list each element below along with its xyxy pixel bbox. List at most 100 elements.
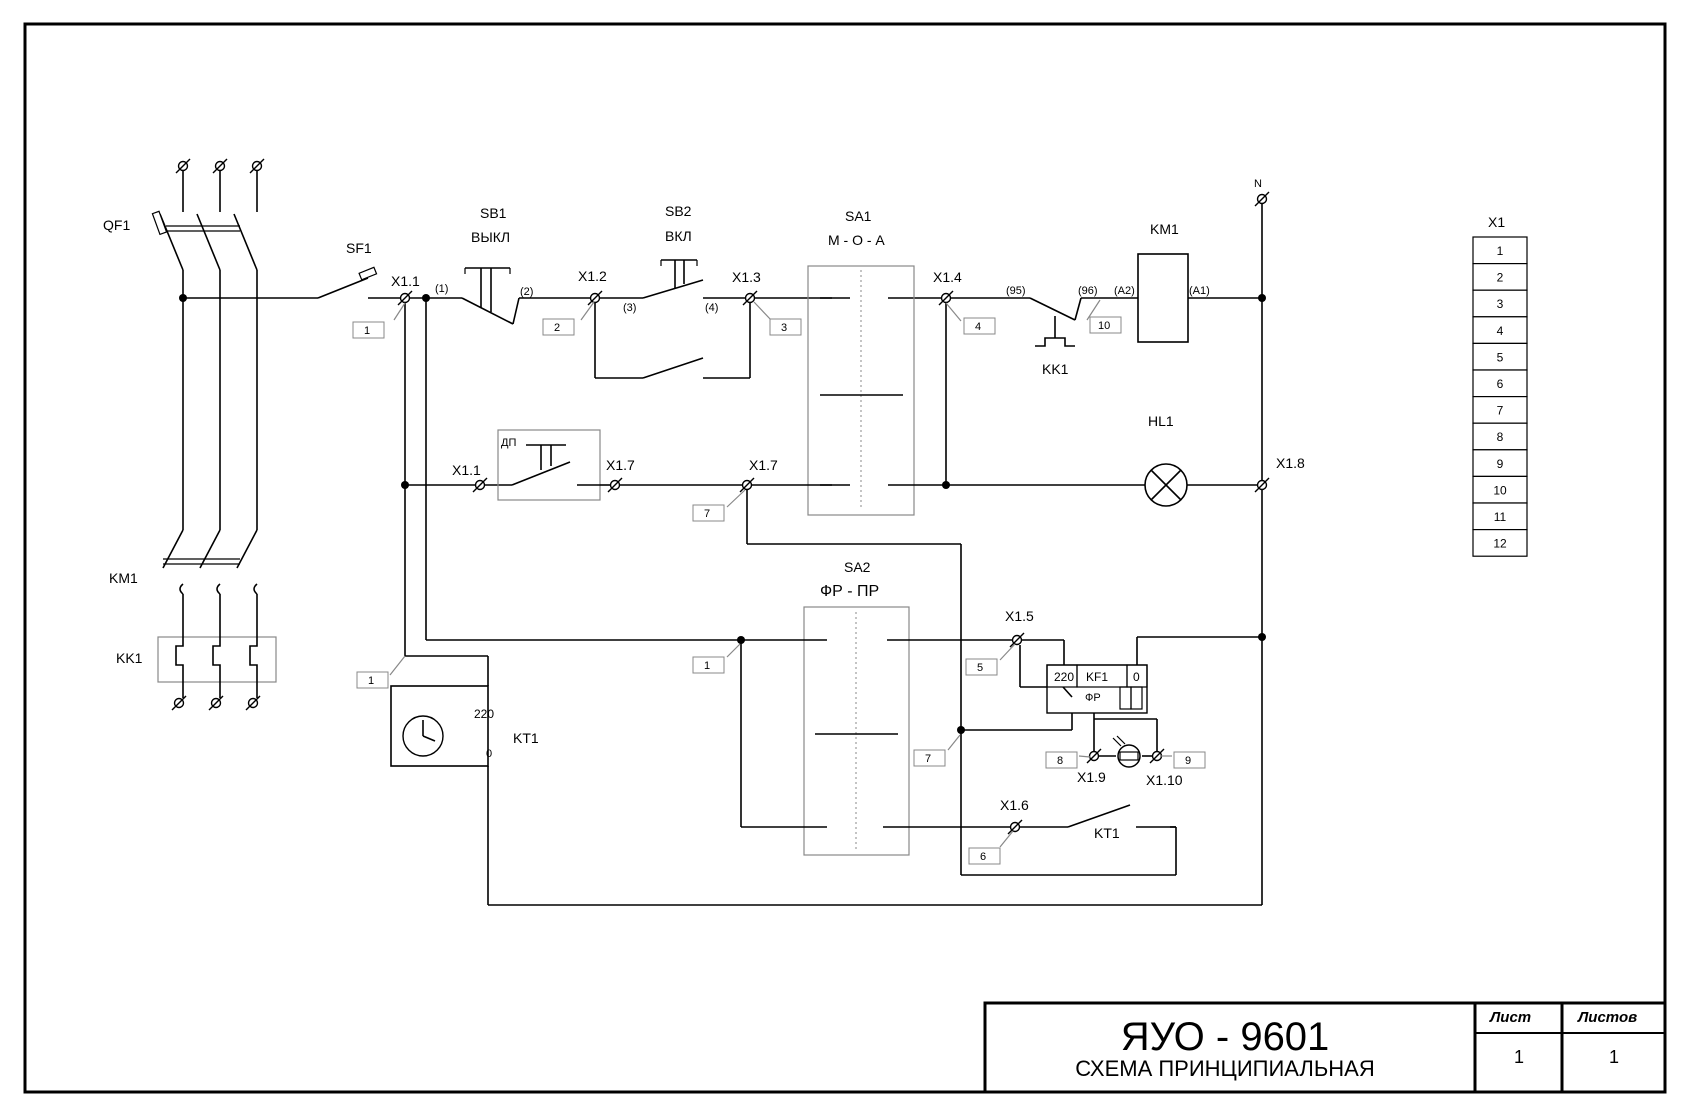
km1-holding-contact — [594, 298, 751, 379]
terminal-x1-1-top — [397, 290, 413, 306]
label-km1-coil: KM1 — [1150, 221, 1179, 237]
terminal-block-row-label: 3 — [1497, 297, 1504, 311]
wire-tag-2: 2 — [554, 322, 560, 334]
terminal-block-row-label: 12 — [1493, 537, 1507, 551]
terminal-block-cell — [1472, 236, 1528, 265]
terminal-block-row-label: 11 — [1494, 510, 1507, 524]
terminal-block-cell — [1472, 528, 1528, 557]
drawing-subtitle: СХЕМА ПРИНЦИПИАЛЬНАЯ — [1075, 1056, 1375, 1081]
kt1-contact — [1020, 804, 1176, 828]
wire-tag-6: 6 — [980, 851, 986, 863]
power-circuit — [151, 158, 277, 711]
km1-coil — [1137, 253, 1189, 343]
load-terminal-w — [245, 695, 261, 711]
dp-level-switch — [497, 429, 601, 501]
terminal-block-row-label: 1 — [1497, 244, 1504, 258]
drawing-frame — [23, 22, 1667, 1094]
label-dp: ДП — [501, 437, 516, 449]
label-kt1-0: 0 — [486, 748, 492, 760]
sheets-header: Листов — [1577, 1009, 1637, 1026]
supply-terminal-l2 — [212, 158, 228, 174]
label-sa2-desc: ФР - ПР — [820, 583, 879, 600]
terminal-block-cell — [1472, 316, 1528, 344]
label-sf1: SF1 — [346, 240, 372, 256]
label-x1-1-row2: X1.1 — [452, 462, 481, 478]
terminal-block-row-label: 5 — [1497, 350, 1504, 364]
terminal-x1-8 — [1254, 477, 1270, 493]
terminal-block-cell — [1472, 502, 1528, 531]
terminal-block-cell — [1472, 475, 1528, 504]
terminal-block-row-label: 6 — [1497, 377, 1504, 391]
terminal-x1-1-row2 — [472, 477, 488, 493]
wire-tag-3: 3 — [781, 322, 787, 334]
sa1-mode-switch — [807, 265, 946, 516]
terminal-block-cell — [1472, 449, 1528, 477]
terminal-block-title: X1 — [1488, 214, 1505, 230]
sheet-value: 1 — [1514, 1047, 1524, 1067]
load-terminal-u — [171, 695, 187, 711]
terminal-x1-7-b — [739, 477, 755, 493]
wire-tag-9: 9 — [1185, 755, 1191, 767]
label-x1-8: X1.8 — [1276, 455, 1305, 471]
terminal-x1-7-a — [607, 477, 623, 493]
terminal-block-cell — [1472, 396, 1528, 424]
label-x1-10: X1.10 — [1146, 772, 1183, 788]
terminal-block-row-label: 10 — [1493, 483, 1507, 497]
terminal-block-row-label: 9 — [1497, 457, 1504, 471]
terminal-block-row-label: 4 — [1497, 324, 1504, 338]
label-kk1-contact: KK1 — [1042, 361, 1069, 377]
photo-sensor — [1099, 735, 1152, 768]
qf1-breaker — [151, 210, 258, 271]
terminal-block-row-label: 7 — [1497, 404, 1504, 418]
sb2-start-button — [660, 259, 698, 288]
supply-terminal-l1 — [175, 158, 191, 174]
label-sb1-desc: ВЫКЛ — [471, 229, 510, 245]
wire-tag-7b: 7 — [925, 753, 931, 765]
terminal-block-cell — [1472, 422, 1528, 451]
sf1-breaker — [183, 266, 400, 299]
label-kf1: KF1 — [1086, 670, 1108, 684]
control-circuit — [389, 191, 1270, 906]
pin-96: (96) — [1078, 285, 1098, 297]
wire-tag-5: 5 — [977, 662, 983, 674]
label-hl1: HL1 — [1148, 413, 1174, 429]
label-x1-3: X1.3 — [732, 269, 761, 285]
label-sb1: SB1 — [480, 205, 507, 221]
wire-tag-1a: 1 — [364, 325, 370, 337]
label-kf1-220: 220 — [1054, 670, 1074, 684]
label-x1-2: X1.2 — [578, 268, 607, 284]
terminal-block-row-label: 2 — [1497, 271, 1504, 285]
label-x1-7-a: X1.7 — [606, 457, 635, 473]
terminal-block-cell — [1472, 289, 1528, 318]
terminal-labels: X1.1 X1.2 X1.3 X1.4 X1.1 X1.7 X1.7 X1.8 … — [391, 268, 1305, 813]
label-sb2: SB2 — [665, 203, 692, 219]
drawing-title: ЯУО - 9601 — [1121, 1015, 1330, 1059]
wire-tag-7a: 7 — [704, 508, 710, 520]
label-kt1-contact: KT1 — [1094, 825, 1120, 841]
sheet-header: Лист — [1489, 1009, 1531, 1026]
kk1-thermal-relay — [157, 620, 277, 691]
pin-a1: (A1) — [1189, 285, 1210, 297]
label-kt1-220: 220 — [474, 707, 494, 721]
label-x1-5: X1.5 — [1005, 608, 1034, 624]
component-labels: QF1 SF1 KM1 KK1 SB1 ВЫКЛ SB2 ВКЛ SA1 М -… — [103, 178, 1262, 841]
label-sa2: SA2 — [844, 559, 871, 575]
label-neutral: N — [1254, 178, 1262, 190]
terminal-x1-4 — [938, 290, 954, 306]
kt1-timer — [390, 685, 489, 767]
pin-2: (2) — [520, 286, 533, 298]
label-sb2-desc: ВКЛ — [665, 228, 692, 244]
neutral-terminal — [1254, 191, 1270, 207]
wire-tag-8: 8 — [1057, 755, 1063, 767]
pin-4: (4) — [705, 302, 718, 314]
label-x1-9: X1.9 — [1077, 769, 1106, 785]
label-x1-7-b: X1.7 — [749, 457, 778, 473]
wire-tag-1c: 1 — [704, 660, 710, 672]
title-block: ЯУО - 9601 СХЕМА ПРИНЦИПИАЛЬНАЯ Лист Лис… — [983, 1001, 1667, 1094]
label-sa1: SA1 — [845, 208, 872, 224]
terminal-x1-5 — [1009, 632, 1025, 648]
supply-terminal-l3 — [249, 158, 265, 174]
label-kf1-0: 0 — [1133, 670, 1140, 684]
terminal-x1-6 — [1007, 819, 1023, 835]
